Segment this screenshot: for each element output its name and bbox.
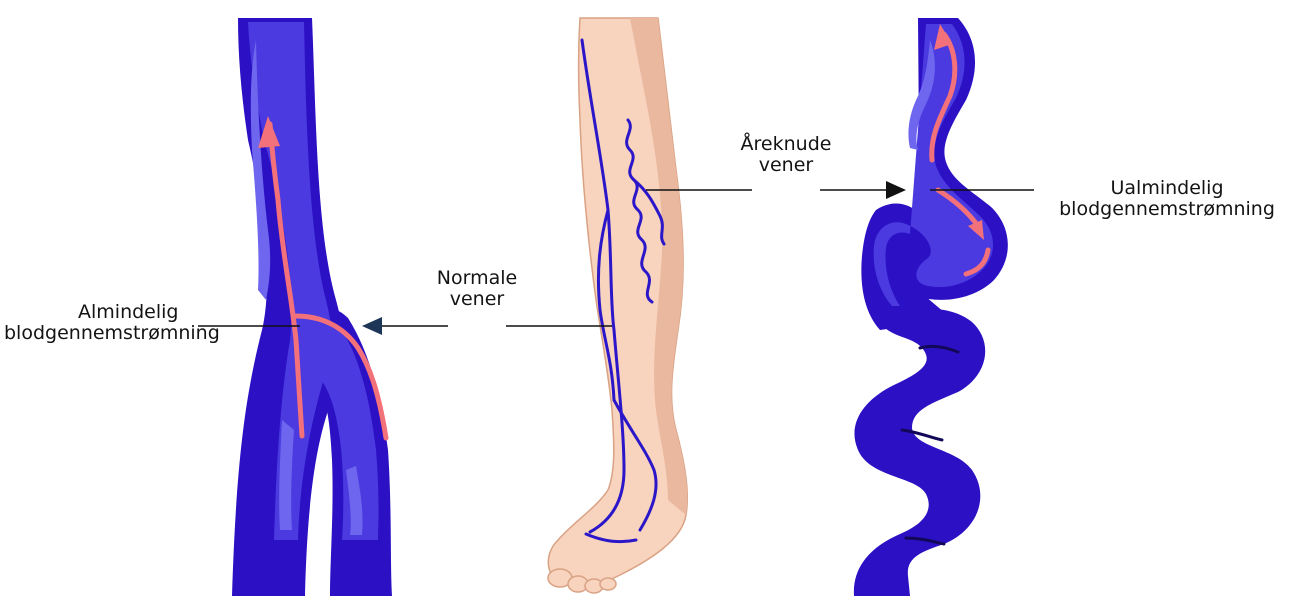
label-abnormal-flow-line2: blodgennemstrømning [1040, 199, 1294, 220]
varicose-vein-coils [854, 309, 985, 597]
pointer-arrowhead-varicose [886, 181, 906, 199]
label-normal-flow: Almindelig blodgennemstrømning [4, 302, 220, 344]
varicose-vein [854, 18, 1008, 596]
leg [548, 18, 687, 593]
label-varicose-veins: Åreknude vener [724, 134, 848, 176]
label-normal-veins: Normale vener [418, 268, 536, 310]
normal-vein-lower-cuff [266, 540, 302, 596]
normal-vein [232, 18, 392, 596]
label-abnormal-flow-line1: Ualmindelig [1040, 178, 1294, 199]
label-normal-flow-line2: blodgennemstrømning [4, 323, 220, 344]
label-abnormal-flow: Ualmindelig blodgennemstrømning [1040, 178, 1294, 220]
normal-vein-lower-cuff [336, 540, 386, 596]
label-varicose-veins-line1: Åreknude [724, 134, 848, 155]
label-normal-veins-line1: Normale [418, 268, 536, 289]
label-normal-veins-line2: vener [418, 289, 536, 310]
pointer-arrowhead-normal-veins [362, 317, 382, 335]
label-normal-flow-line1: Almindelig [4, 302, 220, 323]
label-varicose-veins-line2: vener [724, 155, 848, 176]
